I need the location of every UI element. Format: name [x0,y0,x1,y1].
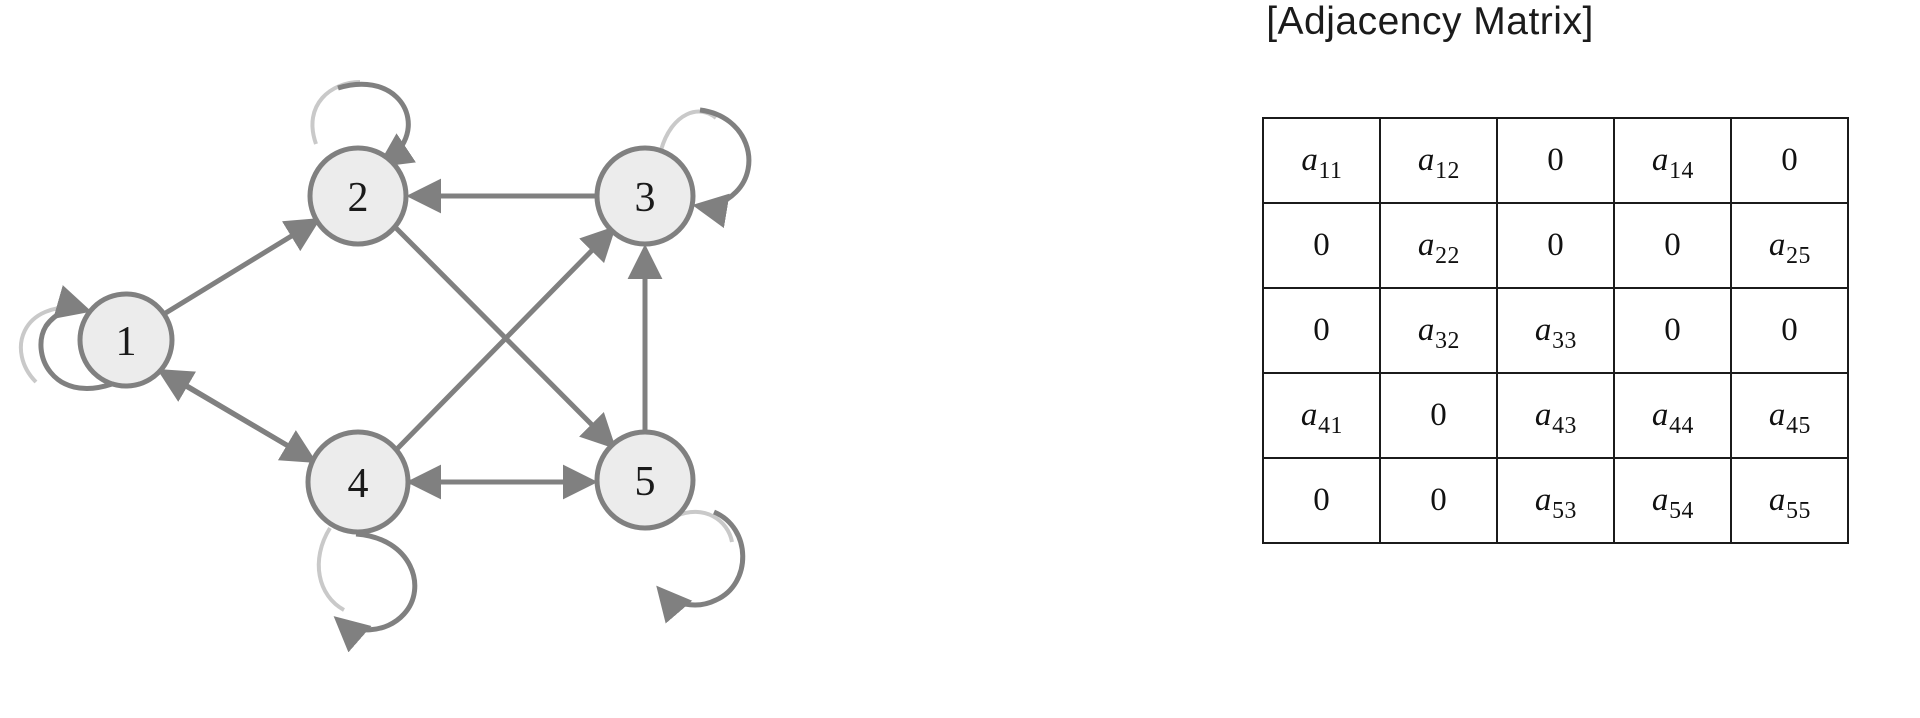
matrix-cell: a53 [1496,457,1615,544]
matrix-cell: a55 [1730,457,1849,544]
matrix-cell: 0 [1262,287,1381,374]
matrix-cell: a12 [1379,117,1498,204]
graph-nodes: 1 2 3 4 5 [77,145,696,535]
matrix-cell: a14 [1613,117,1732,204]
node-2-label: 2 [348,175,369,221]
node-1-label: 1 [116,319,137,365]
node-2-circle[interactable] [307,145,409,247]
matrix-cell: 0 [1379,457,1498,544]
graph-node-2[interactable]: 2 [307,145,409,247]
matrix-row: a41 0 a43 a44 a45 [1262,372,1849,459]
matrix-cell: 0 [1262,457,1381,544]
self-loop-3-ghost [659,109,718,151]
self-loop-2-ghost [310,80,361,145]
graph-edges [156,178,663,500]
graph-node-3[interactable]: 3 [594,145,696,247]
matrix-cell: a44 [1613,372,1732,459]
self-loop-5-ghost [675,509,734,543]
node-4-label: 4 [348,461,369,507]
node-3-label: 3 [635,175,656,221]
matrix-cell: 0 [1613,287,1732,374]
directed-graph-figure: 1 2 3 4 5 [18,80,752,653]
graph-node-1[interactable]: 1 [77,291,175,389]
matrix-cell: 0 [1496,117,1615,204]
node-5-label: 5 [635,459,656,505]
edge-2-to-5 [393,225,617,450]
matrix-cell: a43 [1496,372,1615,459]
matrix-cell: a22 [1379,202,1498,289]
self-loop-1 [38,285,113,391]
node-5-circle[interactable] [594,429,696,531]
adjacency-matrix-table: a11 a12 0 a14 0 0 a22 0 0 a25 0 a32 a33 [1262,117,1849,544]
self-loop-4-ghost [316,526,346,612]
matrix-cell: 0 [1613,202,1732,289]
node-1-circle[interactable] [77,291,175,389]
matrix-cell: 0 [1730,287,1849,374]
matrix-cell: a33 [1496,287,1615,374]
matrix-cell: a32 [1379,287,1498,374]
matrix-cell: a25 [1730,202,1849,289]
edge-1-to-2 [162,217,321,317]
graph-node-5[interactable]: 5 [594,429,696,531]
matrix-row: 0 0 a53 a54 a55 [1262,457,1849,544]
edge-4-to-3 [394,225,617,452]
matrix-cell: 0 [1730,117,1849,204]
matrix-cell: a54 [1613,457,1732,544]
matrix-cell: a41 [1262,372,1381,459]
matrix-row: a11 a12 0 a14 0 [1262,117,1849,204]
self-loop-3 [692,107,752,229]
graph-svg: 1 2 3 4 5 [18,80,752,653]
adjacency-matrix-figure: [Adjacency Matrix] a11 a12 0 a14 0 0 a22… [980,0,1920,718]
matrix-body: a11 a12 0 a14 0 0 a22 0 0 a25 0 a32 a33 [1262,117,1849,544]
matrix-row: 0 a32 a33 0 0 [1262,287,1849,374]
matrix-title: [Adjacency Matrix] [1266,0,1594,43]
graph-self-loops [18,80,752,653]
self-loop-5 [656,509,746,624]
graph-node-4[interactable]: 4 [305,429,411,535]
matrix-row: 0 a22 0 0 a25 [1262,202,1849,289]
matrix-cell: a11 [1262,117,1381,204]
matrix-cell: 0 [1262,202,1381,289]
matrix-cell: 0 [1379,372,1498,459]
node-3-circle[interactable] [594,145,696,247]
node-4-circle[interactable] [305,429,411,535]
self-loop-4 [333,531,418,653]
matrix-cell: a45 [1730,372,1849,459]
matrix-cell: 0 [1496,202,1615,289]
edge-4-to-1 [156,369,314,463]
